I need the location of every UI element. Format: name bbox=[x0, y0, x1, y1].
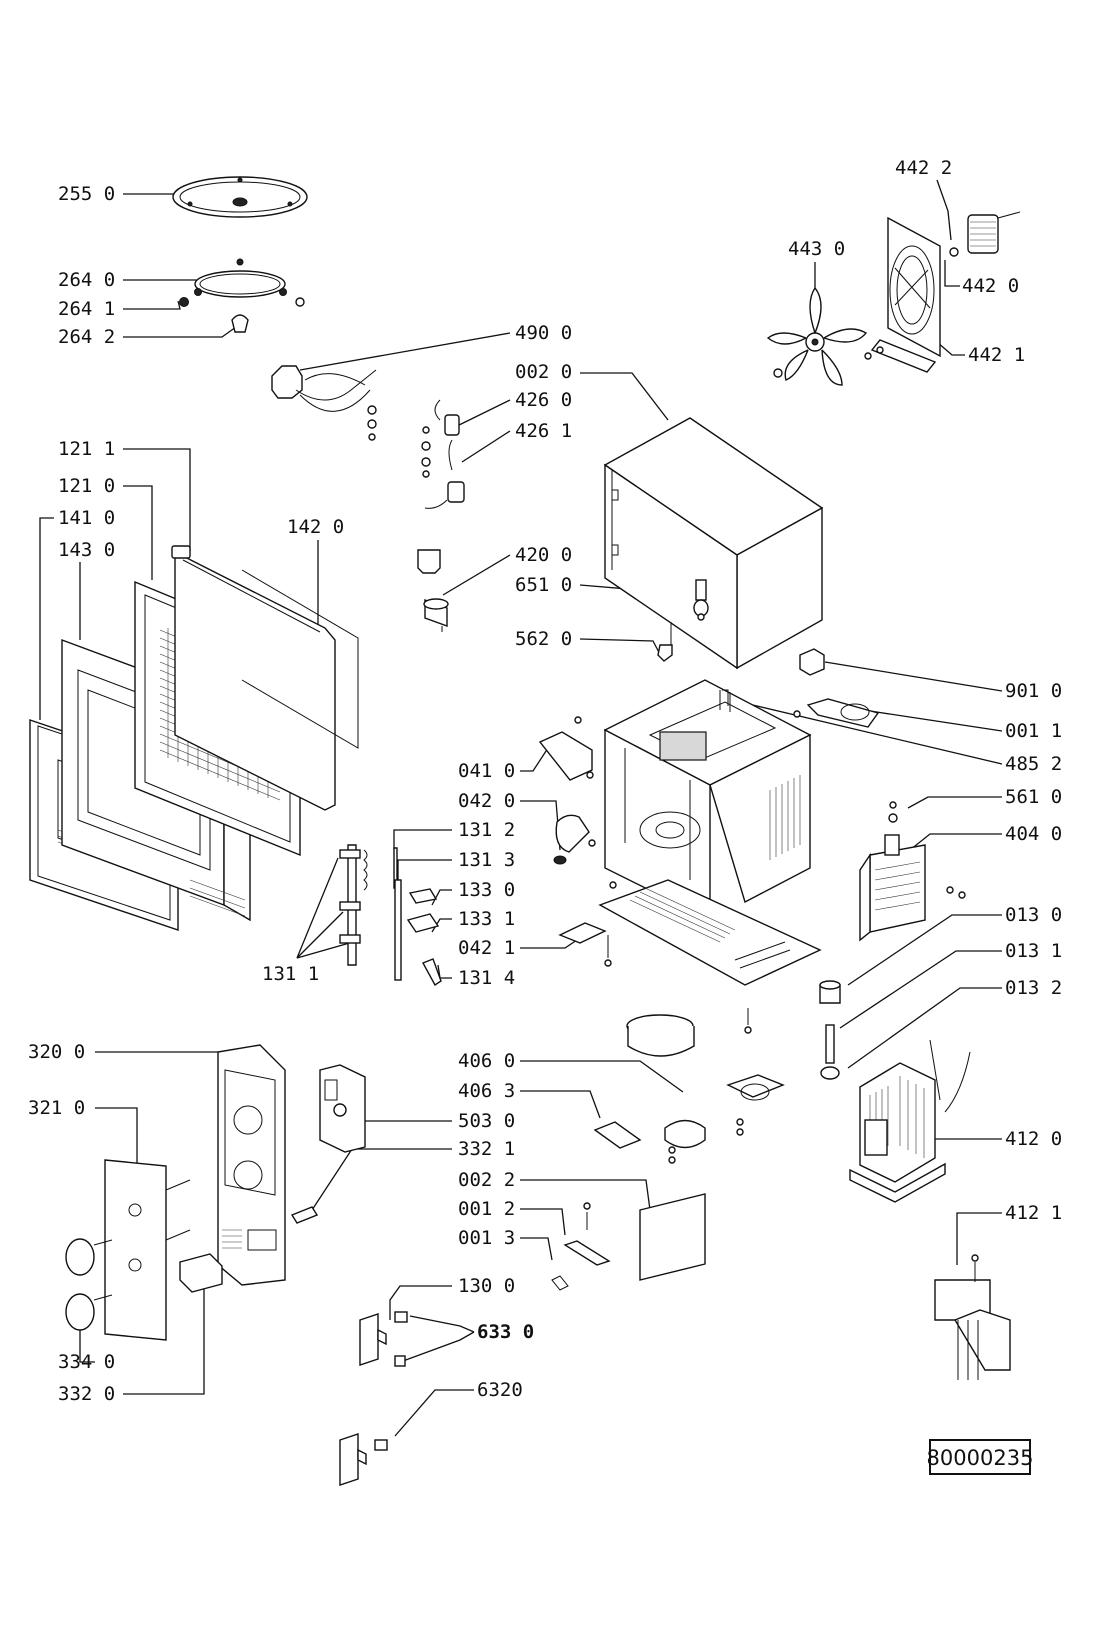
label-332-1[interactable]: 332 1 bbox=[458, 1138, 515, 1160]
document-number: 80000235 bbox=[927, 1446, 1034, 1470]
label-131-3[interactable]: 131 3 bbox=[458, 849, 515, 871]
label-562-0[interactable]: 562 0 bbox=[515, 628, 572, 650]
label-013-2[interactable]: 013 2 bbox=[1005, 977, 1062, 999]
label-264-1[interactable]: 264 1 bbox=[58, 298, 115, 320]
label-651-0[interactable]: 651 0 bbox=[515, 574, 572, 596]
rear-parts bbox=[729, 648, 880, 728]
document-number-stamp: 80000235 bbox=[927, 1439, 1034, 1475]
leader-lines bbox=[39, 179, 1003, 1437]
transformer-bracket bbox=[934, 1254, 1011, 1380]
label-485-2[interactable]: 485 2 bbox=[1005, 753, 1062, 775]
label-6320[interactable]: 6320 bbox=[477, 1379, 523, 1401]
label-332-0[interactable]: 332 0 bbox=[58, 1383, 115, 1405]
part-labels: 255 0 264 0 264 1 264 2 490 0 002 0 426 … bbox=[28, 157, 1062, 1405]
interlock-parts bbox=[339, 844, 442, 987]
transformer bbox=[849, 1039, 971, 1203]
fan-assembly bbox=[766, 211, 1021, 386]
label-001-1[interactable]: 001 1 bbox=[1005, 720, 1062, 742]
overlay-and-knobs bbox=[65, 1159, 223, 1341]
label-131-4[interactable]: 131 4 bbox=[458, 967, 515, 989]
door-assembly bbox=[29, 545, 359, 931]
label-320-0[interactable]: 320 0 bbox=[28, 1041, 85, 1063]
label-013-0[interactable]: 013 0 bbox=[1005, 904, 1062, 926]
switch-holders bbox=[339, 1311, 408, 1486]
label-561-0[interactable]: 561 0 bbox=[1005, 786, 1062, 808]
fan-blade bbox=[766, 286, 868, 386]
fuse-parts bbox=[819, 980, 841, 1080]
capacitor bbox=[417, 549, 449, 632]
label-131-2[interactable]: 131 2 bbox=[458, 819, 515, 841]
label-141-0[interactable]: 141 0 bbox=[58, 507, 115, 529]
thermal-cutout bbox=[271, 365, 377, 441]
label-443-0[interactable]: 443 0 bbox=[788, 238, 845, 260]
turntable-tray bbox=[172, 176, 308, 218]
brackets bbox=[538, 716, 607, 944]
outer-cabinet bbox=[603, 417, 824, 670]
label-406-3[interactable]: 406 3 bbox=[458, 1080, 515, 1102]
label-121-1[interactable]: 121 1 bbox=[58, 438, 115, 460]
lamp-and-switch bbox=[657, 579, 709, 662]
label-420-0[interactable]: 420 0 bbox=[515, 544, 572, 566]
label-013-1[interactable]: 013 1 bbox=[1005, 940, 1062, 962]
label-142-0[interactable]: 142 0 bbox=[287, 516, 344, 538]
label-130-0[interactable]: 130 0 bbox=[458, 1275, 515, 1297]
label-133-1[interactable]: 133 1 bbox=[458, 908, 515, 930]
label-264-0[interactable]: 264 0 bbox=[58, 269, 115, 291]
label-442-1[interactable]: 442 1 bbox=[968, 344, 1025, 366]
label-442-0[interactable]: 442 0 bbox=[962, 275, 1019, 297]
label-426-1[interactable]: 426 1 bbox=[515, 420, 572, 442]
label-412-1[interactable]: 412 1 bbox=[1005, 1202, 1062, 1224]
label-001-3[interactable]: 001 3 bbox=[458, 1227, 515, 1249]
label-264-2[interactable]: 264 2 bbox=[58, 326, 115, 348]
label-255-0[interactable]: 255 0 bbox=[58, 183, 115, 205]
label-001-2[interactable]: 001 2 bbox=[458, 1198, 515, 1220]
label-042-0[interactable]: 042 0 bbox=[458, 790, 515, 812]
diode-assembly bbox=[421, 399, 465, 509]
label-406-0[interactable]: 406 0 bbox=[458, 1050, 515, 1072]
label-901-0[interactable]: 901 0 bbox=[1005, 680, 1062, 702]
label-121-0[interactable]: 121 0 bbox=[58, 475, 115, 497]
label-633-0[interactable]: 633 0 bbox=[477, 1321, 534, 1343]
label-442-2[interactable]: 442 2 bbox=[895, 157, 952, 179]
label-143-0[interactable]: 143 0 bbox=[58, 539, 115, 561]
label-042-1[interactable]: 042 1 bbox=[458, 937, 515, 959]
label-412-0[interactable]: 412 0 bbox=[1005, 1128, 1062, 1150]
label-002-0[interactable]: 002 0 bbox=[515, 361, 572, 383]
magnetron bbox=[859, 801, 966, 942]
oven-chassis bbox=[598, 679, 822, 1034]
roller-ring bbox=[179, 258, 305, 333]
stirrer-motor bbox=[551, 1014, 785, 1291]
label-490-0[interactable]: 490 0 bbox=[515, 322, 572, 344]
label-426-0[interactable]: 426 0 bbox=[515, 389, 572, 411]
control-panel bbox=[217, 1044, 366, 1286]
label-133-0[interactable]: 133 0 bbox=[458, 879, 515, 901]
label-131-1[interactable]: 131 1 bbox=[262, 963, 319, 985]
label-503-0[interactable]: 503 0 bbox=[458, 1110, 515, 1132]
label-002-2[interactable]: 002 2 bbox=[458, 1169, 515, 1191]
label-041-0[interactable]: 041 0 bbox=[458, 760, 515, 782]
label-321-0[interactable]: 321 0 bbox=[28, 1097, 85, 1119]
label-404-0[interactable]: 404 0 bbox=[1005, 823, 1062, 845]
